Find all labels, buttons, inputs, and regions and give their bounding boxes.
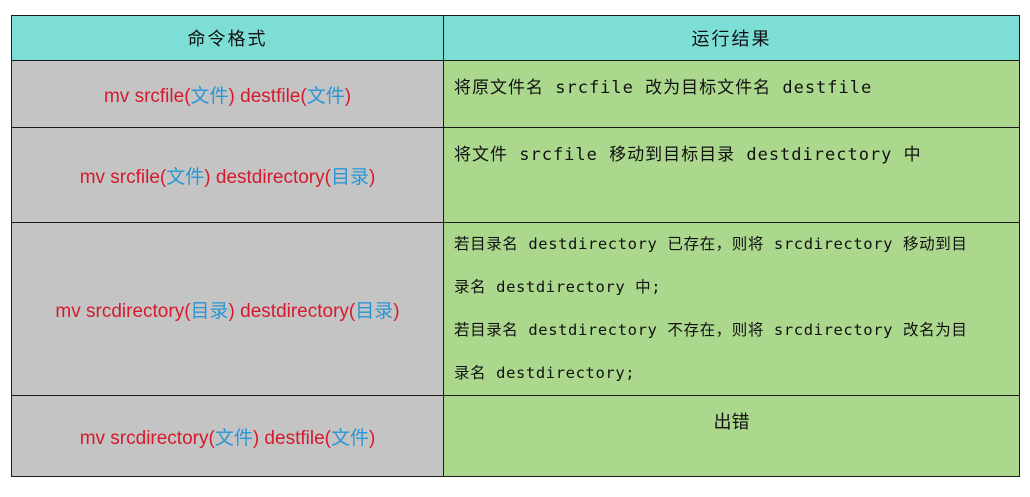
- result-cell: 出错: [443, 395, 1020, 477]
- command-cell: mv srcdirectory(目录) destdirectory(目录): [11, 222, 444, 396]
- header-command-format: 命令格式: [11, 15, 444, 61]
- argument-type: 文件: [330, 426, 369, 449]
- argument-type: 目录: [190, 299, 229, 322]
- argument-type: 文件: [214, 426, 253, 449]
- argument-type: 目录: [330, 165, 369, 188]
- command-text: ): [368, 427, 376, 449]
- command-cell: mv srcfile(文件) destfile(文件): [11, 60, 444, 128]
- result-text: 录名 destdirectory;: [454, 364, 636, 382]
- argument-type: 文件: [190, 84, 229, 107]
- header-row: 命令格式 运行结果: [11, 15, 1020, 61]
- result-cell: 将原文件名 srcfile 改为目标文件名 destfile: [443, 60, 1020, 128]
- argument-type: 文件: [306, 84, 345, 107]
- command-text: ): [393, 300, 400, 322]
- mv-command-table-container: 命令格式 运行结果 mv srcfile(文件) destfile(文件) 将原…: [11, 15, 1020, 477]
- result-cell: 若目录名 destdirectory 已存在，则将 srcdirectory 移…: [443, 222, 1020, 396]
- table-row: mv srcdirectory(文件) destfile(文件) 出错: [11, 395, 1020, 477]
- table-row: mv srcfile(文件) destfile(文件) 将原文件名 srcfil…: [11, 60, 1020, 128]
- mv-command-table: 命令格式 运行结果 mv srcfile(文件) destfile(文件) 将原…: [11, 15, 1020, 477]
- command-text: mv srcdirectory(: [79, 427, 215, 449]
- result-text: 将文件 srcfile 移动到目标目录 destdirectory 中: [454, 145, 922, 165]
- command-text: mv srcfile(: [79, 166, 167, 188]
- command-text: ): [344, 85, 352, 107]
- table-row: mv srcdirectory(目录) destdirectory(目录) 若目…: [11, 222, 1020, 396]
- command-text: ) destfile(: [252, 427, 331, 449]
- header-run-result: 运行结果: [443, 15, 1020, 61]
- result-text: 若目录名 destdirectory 已存在，则将 srcdirectory 移…: [454, 235, 968, 253]
- result-text: 将原文件名 srcfile 改为目标文件名 destfile: [454, 78, 873, 98]
- command-text: ) destdirectory(: [204, 166, 331, 188]
- command-text: mv srcfile(: [103, 85, 191, 107]
- command-text: ): [368, 166, 376, 188]
- command-text: ) destfile(: [228, 85, 307, 107]
- command-cell: mv srcfile(文件) destdirectory(目录): [11, 127, 444, 223]
- result-cell: 将文件 srcfile 移动到目标目录 destdirectory 中: [443, 127, 1020, 223]
- result-text: 录名 destdirectory 中;: [454, 278, 662, 296]
- command-text: mv srcdirectory(: [55, 300, 191, 322]
- result-text: 出错: [713, 412, 750, 433]
- result-text: 若目录名 destdirectory 不存在，则将 srcdirectory 改…: [454, 321, 968, 339]
- argument-type: 目录: [355, 299, 394, 322]
- argument-type: 文件: [166, 165, 205, 188]
- command-text: ) destdirectory(: [228, 300, 356, 322]
- command-cell: mv srcdirectory(文件) destfile(文件): [11, 395, 444, 477]
- table-row: mv srcfile(文件) destdirectory(目录) 将文件 src…: [11, 127, 1020, 223]
